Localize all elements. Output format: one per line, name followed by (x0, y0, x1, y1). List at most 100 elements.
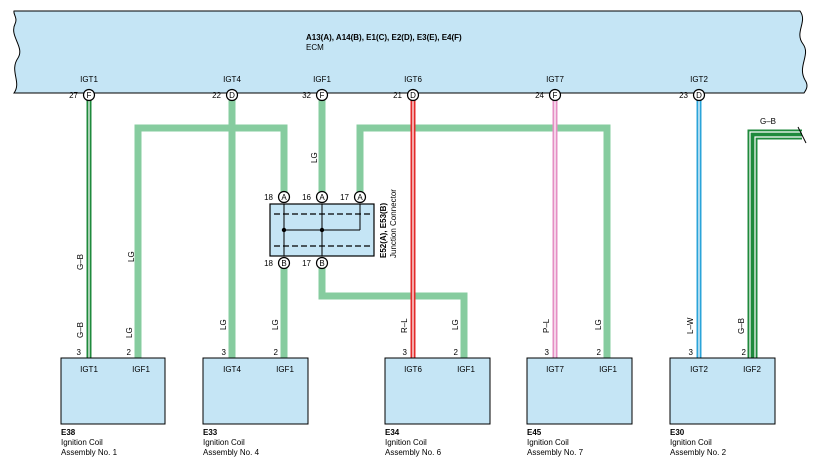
junction-label: Junction Connector (389, 189, 398, 258)
wire-label-lg-left: LG (127, 251, 136, 262)
coil-terminal-right: IGF2 (743, 365, 761, 374)
coil-pin-left: 3 (77, 348, 82, 357)
svg-text:17: 17 (302, 259, 311, 268)
ecm-pin-igf1: F 32 (302, 88, 329, 102)
coil-e33: 3 2 IGT4 IGF1 E33 Ignition Coil Assembly… (202, 348, 309, 457)
wire-label-e33-left: LG (219, 319, 228, 330)
wire-labels: G–B LG LG G–B LG LG LG R–L LG P–L LG L–W… (76, 152, 746, 338)
svg-text:22: 22 (212, 91, 221, 100)
coil-terminal-right: IGF1 (132, 365, 150, 374)
coil-name-line2: Assembly No. 4 (203, 448, 260, 457)
coil-name-line2: Assembly No. 2 (670, 448, 727, 457)
wire-label-e45-right: LG (594, 319, 603, 330)
coil-pin-right: 2 (742, 348, 747, 357)
ecm-title: A13(A), A14(B), E1(C), E2(D), E3(E), E4(… (306, 33, 462, 42)
coil-name-line2: Assembly No. 7 (527, 448, 584, 457)
wire-label-e34-left: R–L (400, 318, 409, 333)
svg-text:16: 16 (302, 193, 311, 202)
wire-label-e45-left: P–L (542, 318, 551, 333)
svg-text:17: 17 (340, 193, 349, 202)
lg-wires (134, 100, 611, 358)
svg-text:D: D (410, 91, 416, 100)
wire-label-e38-right: LG (125, 327, 134, 338)
ecm-pin-igt6: D 21 (393, 88, 420, 102)
coil-terminal-left: IGT4 (223, 365, 241, 374)
coil-code: E30 (670, 428, 685, 437)
coil-name-line1: Ignition Coil (203, 438, 245, 447)
wire-label-gb-right-top: G–B (760, 117, 776, 126)
wire-label-lg-igf1: LG (310, 152, 319, 163)
coil-code: E38 (61, 428, 76, 437)
coil-pin-left: 3 (545, 348, 550, 357)
svg-text:18: 18 (264, 259, 273, 268)
ecm-pin-igt7: F 24 (535, 88, 562, 102)
ecm-subtitle: ECM (306, 43, 324, 52)
coil-terminal-left: IGT2 (690, 365, 708, 374)
ecm-pin-igt4: D 22 (212, 88, 239, 102)
ecm-terminal-igt6: IGT6 (404, 75, 422, 84)
ecm-terminal-igt4: IGT4 (223, 75, 241, 84)
ecm-body (13, 10, 808, 94)
coil-pin-right: 2 (597, 348, 602, 357)
junction-pin-a17: A 17 (340, 190, 367, 204)
coil-pin-left: 3 (689, 348, 694, 357)
junction-pin-b17: B 17 (302, 256, 329, 270)
svg-text:B: B (281, 259, 286, 268)
coil-body (384, 357, 491, 425)
lg-wire-e45-igf1 (356, 124, 611, 358)
coil-terminal-right: IGF1 (276, 365, 294, 374)
svg-text:24: 24 (535, 91, 544, 100)
wire-igf2-gb (747, 126, 807, 358)
coil-name-line2: Assembly No. 1 (61, 448, 118, 457)
coil-terminal-left: IGT7 (546, 365, 564, 374)
lg-wire-e34-igf1 (318, 262, 468, 358)
svg-text:B: B (319, 259, 324, 268)
ecm-terminal-igt2: IGT2 (690, 75, 708, 84)
wire-label-e30-right: G–B (737, 318, 746, 334)
ecm-terminal-igt1: IGT1 (80, 75, 98, 84)
svg-text:F: F (87, 91, 92, 100)
ecm-pin-igt1: F 27 (69, 88, 96, 102)
coil-terminal-right: IGF1 (599, 365, 617, 374)
coil-terminal-left: IGT1 (80, 365, 98, 374)
ecm-terminal-igt7: IGT7 (546, 75, 564, 84)
coil-name-line1: Ignition Coil (670, 438, 712, 447)
coil-pin-right: 2 (127, 348, 132, 357)
coil-name-line1: Ignition Coil (527, 438, 569, 447)
junction-pin-b18: B 18 (264, 256, 291, 270)
coil-pin-left: 3 (222, 348, 227, 357)
coil-body (669, 357, 776, 425)
wire-break-mark (797, 126, 807, 144)
svg-text:A: A (281, 193, 287, 202)
wire-label-e38-left: G–B (76, 322, 85, 338)
wire-label-e33-right: LG (271, 319, 280, 330)
svg-text:27: 27 (69, 91, 78, 100)
svg-text:A: A (319, 193, 325, 202)
ecm-pins: F 27 D 22 F 32 D 21 F 24 D 23 (69, 88, 706, 102)
coil-e45: 3 2 IGT7 IGF1 E45 Ignition Coil Assembly… (526, 348, 633, 457)
svg-text:A: A (357, 193, 363, 202)
ecm-terminal-igf1: IGF1 (313, 75, 331, 84)
coil-e30: 3 2 IGT2 IGF2 E30 Ignition Coil Assembly… (669, 348, 776, 457)
coil-terminal-right: IGF1 (457, 365, 475, 374)
coil-name-line1: Ignition Coil (385, 438, 427, 447)
coil-body (60, 357, 166, 425)
coil-pin-left: 3 (403, 348, 408, 357)
coil-name-line2: Assembly No. 6 (385, 448, 442, 457)
svg-text:32: 32 (302, 91, 311, 100)
junction-pin-a18: A 18 (264, 190, 291, 204)
junction-pin-a16: A 16 (302, 190, 329, 204)
coil-e34: 3 2 IGT6 IGF1 E34 Ignition Coil Assembly… (384, 348, 491, 457)
svg-text:18: 18 (264, 193, 273, 202)
svg-text:F: F (320, 91, 325, 100)
svg-text:21: 21 (393, 91, 402, 100)
coil-e38: 3 2 IGT1 IGF1 E38 Ignition Coil Assembly… (60, 348, 166, 457)
wire-label-gb-left: G–B (76, 254, 85, 270)
svg-text:D: D (229, 91, 235, 100)
svg-text:23: 23 (679, 91, 688, 100)
coil-code: E45 (527, 428, 542, 437)
coil-pin-right: 2 (454, 348, 459, 357)
ecm-pin-igt2: D 23 (679, 88, 706, 102)
lg-wire-e38-igf1 (134, 124, 288, 358)
